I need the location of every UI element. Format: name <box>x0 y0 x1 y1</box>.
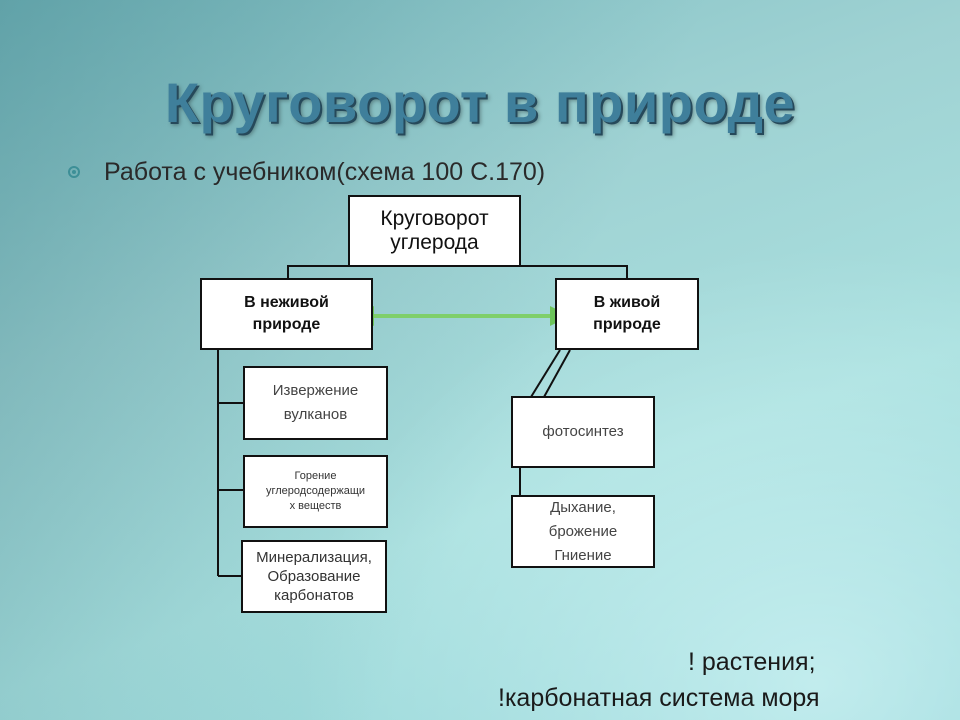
bullet-icon <box>68 166 80 178</box>
volcano-line-2: вулканов <box>283 406 348 423</box>
living-label-line-2: природе <box>593 316 661 333</box>
nonliving-label-line-2: природе <box>252 316 321 333</box>
mineralization-line-1: Минерализация, <box>256 549 372 566</box>
respiration-line-3: Гниение <box>554 546 612 564</box>
volcano-line-1: Извержение <box>272 382 359 399</box>
respiration-line-1: Дыхание, <box>550 498 616 516</box>
living-label-line-1: В живой <box>593 294 661 311</box>
photosynthesis-label: фотосинтез <box>542 423 624 440</box>
combustion-box: Горение углеродсодержащи х веществ <box>243 455 388 528</box>
carbon-cycle-line-2: углерода <box>390 231 479 254</box>
volcano-eruption-box: Извержение вулканов <box>243 366 388 440</box>
living-branch-1 <box>530 349 561 398</box>
mineralization-line-2: Образование <box>267 568 361 585</box>
living-nature-box: В живой природе <box>555 278 699 350</box>
note-carbonate-system: !карбонатная система моря <box>498 684 820 712</box>
slide-title: Круговорот в природе <box>164 71 796 134</box>
combustion-line-1: Горение <box>294 470 337 482</box>
bullet-text: Работа с учебником(схема 100 С.170) <box>104 157 546 186</box>
bullet-line: Работа с учебником(схема 100 С.170) <box>68 156 545 188</box>
respiration-box: Дыхание, брожение Гниение <box>511 495 655 568</box>
carbon-cycle-line-1: Круговорот <box>380 207 489 230</box>
carbon-cycle-box: Круговорот углерода <box>348 195 521 267</box>
living-branch-2 <box>543 349 571 398</box>
main-to-categories-connector <box>287 265 628 278</box>
note-plants: ! растения; <box>688 648 816 676</box>
combustion-line-3: х веществ <box>289 500 342 512</box>
combustion-line-2: углеродсодержащи <box>265 485 366 497</box>
respiration-line-2: брожение <box>548 522 618 540</box>
mineralization-line-3: карбонатов <box>274 587 354 604</box>
nonliving-label-line-1: В неживой <box>244 294 329 311</box>
nonliving-nature-box: В неживой природе <box>200 278 373 350</box>
mineralization-box: Минерализация, Образование карбонатов <box>241 540 387 613</box>
photosynthesis-box: фотосинтез <box>511 396 655 468</box>
